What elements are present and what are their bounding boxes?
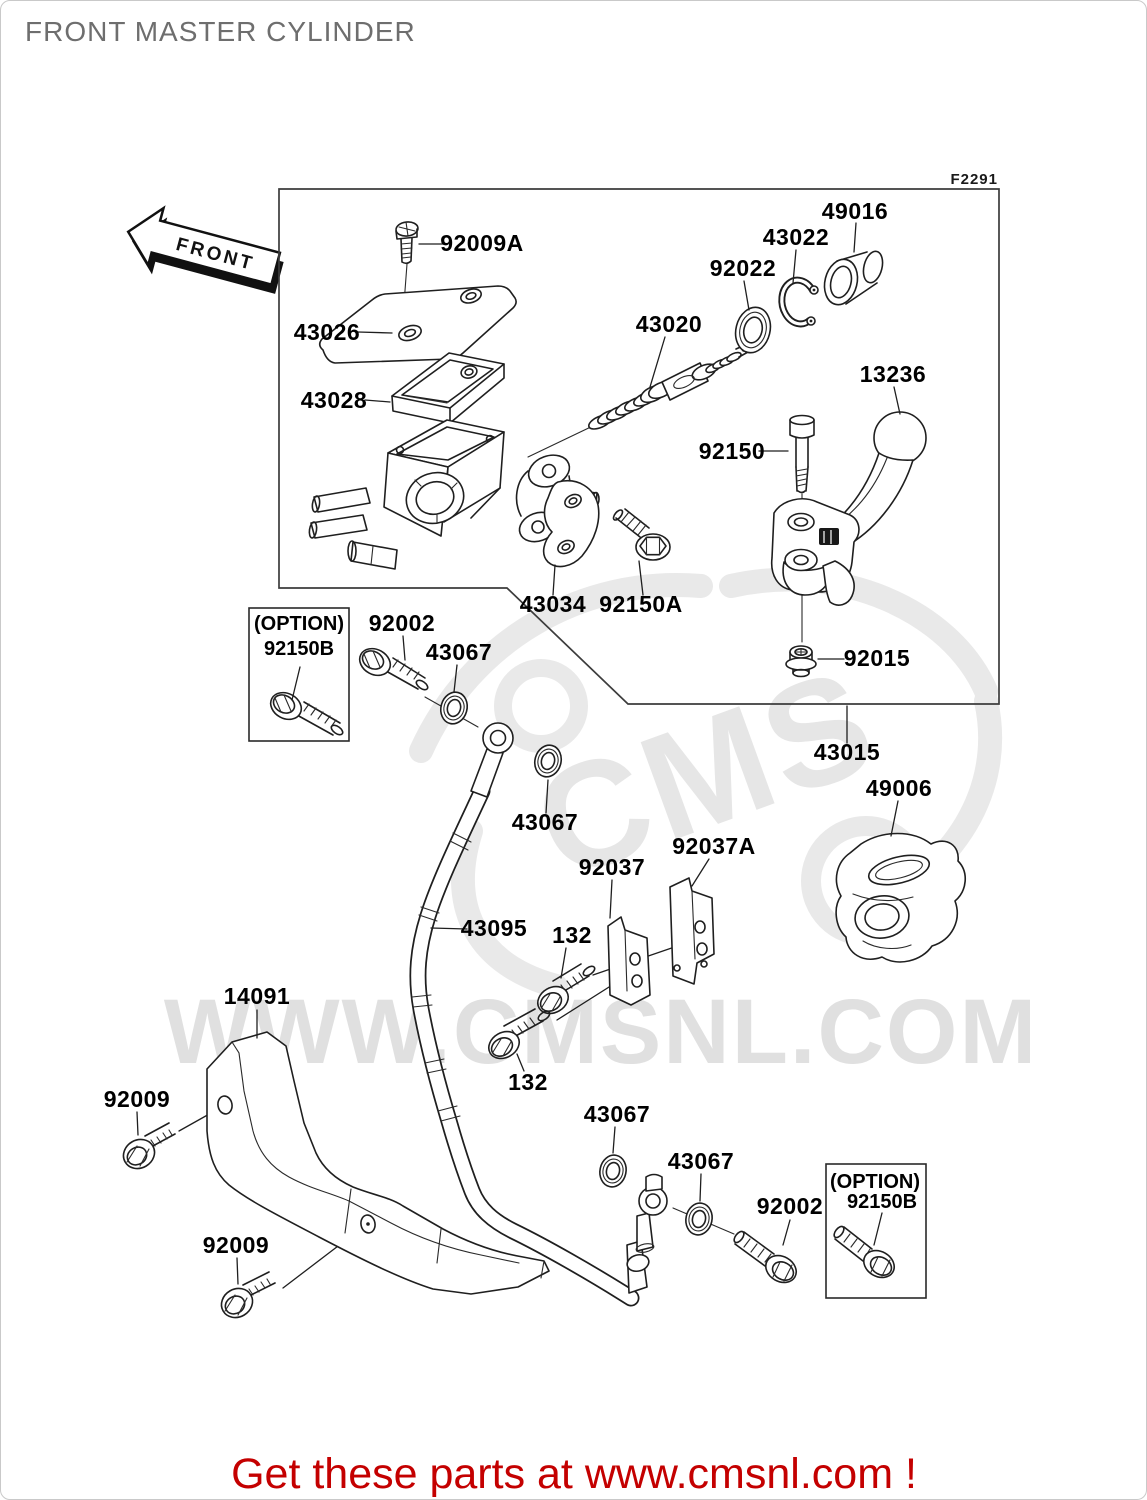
front-direction-badge: FRONT <box>126 205 284 294</box>
part-washer-push-rod <box>734 306 772 354</box>
label-43034: 43034 <box>520 591 586 617</box>
footer-promo-text: Get these parts at www.cmsnl.com ! <box>231 1450 917 1498</box>
label-49016: 49016 <box>822 198 888 224</box>
label-92009-lower: 92009 <box>203 1232 269 1258</box>
label-92002-upper: 92002 <box>369 610 435 636</box>
label-13236: 13236 <box>860 361 926 387</box>
part-plate-diaphragm <box>391 352 505 424</box>
label-92015: 92015 <box>844 645 910 671</box>
label-92022: 92022 <box>710 255 776 281</box>
label-43067-bl: 43067 <box>584 1101 650 1127</box>
label-92002-lower: 92002 <box>757 1193 823 1219</box>
label-92150a: 92150A <box>599 591 683 617</box>
label-92009-upper: 92009 <box>104 1086 170 1112</box>
part-bolt-clamp-upper <box>536 963 596 1015</box>
page-title: FRONT MASTER CYLINDER <box>25 16 416 47</box>
part-washer-upper-1 <box>439 691 469 725</box>
label-43067-br: 43067 <box>668 1148 734 1174</box>
part-bolt-lever-pivot <box>789 414 815 494</box>
part-screw-reservoir-cap <box>395 221 419 265</box>
label-92009a: 92009A <box>440 230 524 256</box>
part-clamp-brake-hose <box>607 916 651 1006</box>
label-43067-upper: 43067 <box>426 639 492 665</box>
label-49006: 49006 <box>866 775 932 801</box>
part-cover-dust <box>823 250 884 306</box>
lever-bushing <box>819 528 839 545</box>
part-piston-comp <box>588 344 753 430</box>
part-clamp-brake-hose-a <box>669 877 715 985</box>
part-option-bolt-upper <box>269 691 344 736</box>
part-holder-handle <box>542 480 600 568</box>
watermark-site: WWW.CMSNL.COM <box>164 981 1038 1083</box>
label-132-upper: 132 <box>552 922 592 948</box>
label-43015: 43015 <box>814 739 880 765</box>
part-labels: 92009A 43026 43028 43020 92022 43022 490… <box>104 198 932 1258</box>
part-washer-lower-2 <box>685 1202 713 1236</box>
part-bolt-guard-upper <box>122 1122 176 1170</box>
option-box-upper <box>248 607 350 742</box>
label-92037: 92037 <box>579 854 645 880</box>
part-option-bolt-lower <box>833 1225 896 1279</box>
part-nut-lock <box>785 645 817 678</box>
part-cap-reservoir <box>318 285 517 364</box>
part-bolt-banjo-lower <box>733 1230 798 1284</box>
part-ring-snap <box>778 276 819 328</box>
label-43022: 43022 <box>763 224 829 250</box>
part-bolt-guard-lower <box>220 1271 276 1319</box>
part-guard-brake-hose <box>206 1031 550 1295</box>
assembly-outline-box <box>278 188 1000 705</box>
label-43020: 43020 <box>636 311 702 337</box>
label-option-lower: (OPTION) <box>830 1171 920 1193</box>
label-43028: 43028 <box>301 387 367 413</box>
part-bolt-clamp-lower <box>487 1008 551 1060</box>
label-43026: 43026 <box>294 319 360 345</box>
leader-lines <box>136 222 901 1285</box>
front-arrow-icon <box>126 205 282 287</box>
label-92150: 92150 <box>699 438 765 464</box>
part-washer-upper-2 <box>533 744 563 778</box>
part-washer-lower-1 <box>599 1154 627 1188</box>
label-92150b-upper: 92150B <box>264 638 334 660</box>
part-lever-comp <box>770 411 927 606</box>
label-92150b-lower: 92150B <box>847 1191 917 1213</box>
label-43067-mid: 43067 <box>512 809 578 835</box>
fiche-code: F2291 <box>950 171 998 188</box>
label-92037a: 92037A <box>672 833 756 859</box>
option-box-lower <box>825 1163 927 1299</box>
part-hose-brake <box>409 722 668 1307</box>
part-bolt-holder <box>612 508 671 561</box>
label-option-upper: (OPTION) <box>254 613 344 635</box>
label-14091: 14091 <box>224 983 290 1009</box>
part-bolt-banjo-upper <box>358 647 429 691</box>
label-132-lower: 132 <box>508 1069 548 1095</box>
part-cover-master-cylinder <box>835 832 966 963</box>
label-43095: 43095 <box>461 915 527 941</box>
